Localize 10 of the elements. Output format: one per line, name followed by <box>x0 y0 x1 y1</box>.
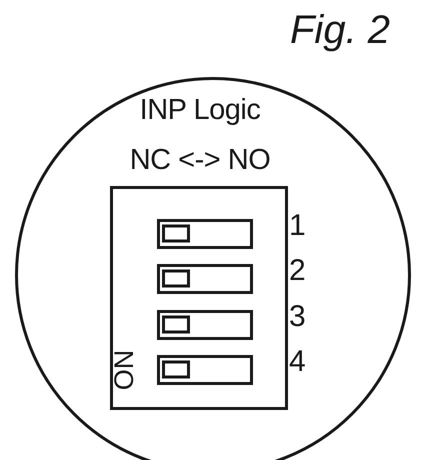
figure-title: Fig. 2 <box>290 10 390 50</box>
on-label: ON <box>109 348 139 392</box>
dip-switch-housing <box>110 186 288 410</box>
switch-number: 1 <box>289 211 306 241</box>
switch-number: 2 <box>289 256 306 286</box>
switch-number: 3 <box>289 302 306 332</box>
heading-text: INP Logic <box>138 92 262 128</box>
switch-number: 4 <box>289 347 306 377</box>
heading-text: NC <-> NO <box>128 142 272 178</box>
circle-outline <box>15 77 411 460</box>
